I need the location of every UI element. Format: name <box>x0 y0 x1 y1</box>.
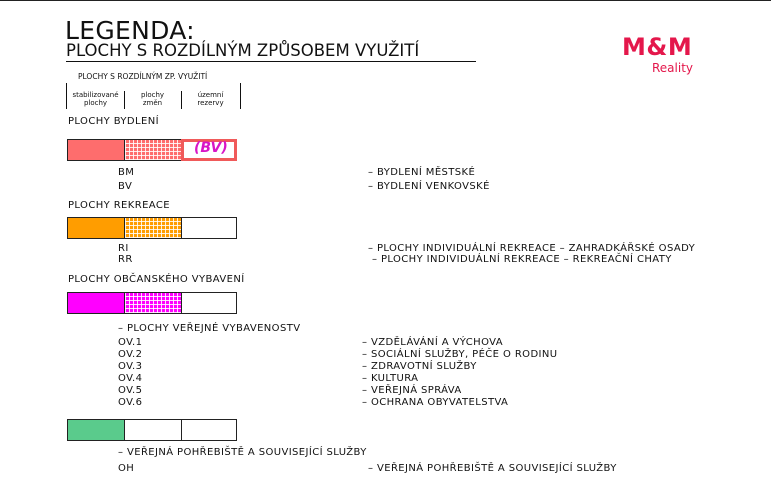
obcanske-subheading: – PLOCHY VEŘEJNÉ VYBAVENOSTV <box>118 323 301 334</box>
section-heading-rekreace: PLOCHY REKREACE <box>68 200 170 211</box>
row-desc-bv: – BYDLENÍ VENKOVSKÉ <box>368 181 490 192</box>
header-col-reserves: územní rezervy <box>197 91 224 107</box>
row-desc-oh: – VEŘEJNÁ POHŘEBIŠTĚ A SOUVISEJÍCÍ SLUŽB… <box>368 463 617 474</box>
swatch-bydleni-reserve <box>181 139 237 161</box>
pohrebiste-subheading: – VEŘEJNÁ POHŘEBIŠTĚ A SOUVISEJÍCÍ SLUŽB… <box>118 447 367 458</box>
swatch-pohrebiste-reserve <box>181 419 237 441</box>
row-code-ov2: OV.2 <box>118 349 143 360</box>
row-desc-ov4: – KULTURA <box>362 373 419 384</box>
row-code-bv: BV <box>118 181 133 192</box>
logo-sub-text: Reality <box>652 61 694 75</box>
row-desc-ov5: – VEŘEJNÁ SPRÁVA <box>362 385 462 396</box>
row-desc-ri: – PLOCHY INDIVIDUÁLNÍ REKREACE – ZAHRADK… <box>368 243 696 254</box>
legend-title: LEGENDA: <box>65 16 195 45</box>
row-code-rr: RR <box>118 254 133 265</box>
swatch-pohrebiste-stable <box>67 419 125 441</box>
row-desc-ov3: – ZDRAVOTNÍ SLUŽBY <box>362 361 477 372</box>
swatch-obcanske-reserve <box>181 292 237 314</box>
section-heading-obcanske: PLOCHY OBČANSKÉHO VYBAVENÍ <box>68 274 245 285</box>
row-desc-rr: – PLOCHY INDIVIDUÁLNÍ REKREACE – REKREAČ… <box>372 254 672 265</box>
row-code-bm: BM <box>118 167 135 178</box>
header-col-stabilized: stabilizované plochy <box>72 91 119 107</box>
section-heading-bydleni: PLOCHY BYDLENÍ <box>68 116 159 127</box>
top-border-line <box>0 0 771 1</box>
row-desc-ov6: – OCHRANA OBYVATELSTVA <box>362 397 509 408</box>
header-columns: stabilizované plochy plochy změn územní … <box>66 83 241 109</box>
row-code-ov3: OV.3 <box>118 361 143 372</box>
swatch-bydleni-change <box>124 139 182 161</box>
row-code-ov6: OV.6 <box>118 397 143 408</box>
logo-main-text: M&M <box>622 33 693 61</box>
header-separator <box>181 91 182 109</box>
row-code-ov4: OV.4 <box>118 373 143 384</box>
swatch-bydleni-stable <box>67 139 125 161</box>
swatch-pohrebiste-change <box>124 419 182 441</box>
row-desc-ov2: – SOCIÁLNÍ SLUŽBY, PÉČE O RODINU <box>362 349 558 360</box>
swatch-obcanske-change <box>124 292 182 314</box>
swatch-rekreace-stable <box>67 217 125 239</box>
header-separator <box>124 91 125 109</box>
row-code-ov1: OV.1 <box>118 337 143 348</box>
row-code-ri: RI <box>118 243 129 254</box>
swatch-rekreace-change <box>124 217 182 239</box>
row-desc-ov1: – VZDĚLÁVÁNÍ A VÝCHOVA <box>362 337 504 348</box>
swatch-obcanske-stable <box>67 292 125 314</box>
legend-subtitle: PLOCHY S ROZDÍLNÝM ZPŮSOBEM VYUŽITÍ <box>66 41 420 60</box>
brand-logo: M&M Reality <box>622 35 702 74</box>
bv-reserve-label: (BV) <box>194 140 228 156</box>
swatch-rekreace-reserve <box>181 217 237 239</box>
row-desc-bm: – BYDLENÍ MĚSTSKÉ <box>368 167 476 178</box>
row-code-oh: OH <box>118 463 135 474</box>
header-col-changes: plochy změn <box>140 91 165 107</box>
row-code-ov5: OV.5 <box>118 385 143 396</box>
subtitle-underline <box>66 61 476 62</box>
header-caption: PLOCHY S ROZDÍLNÝM ZP. VYUŽITÍ <box>78 72 208 81</box>
